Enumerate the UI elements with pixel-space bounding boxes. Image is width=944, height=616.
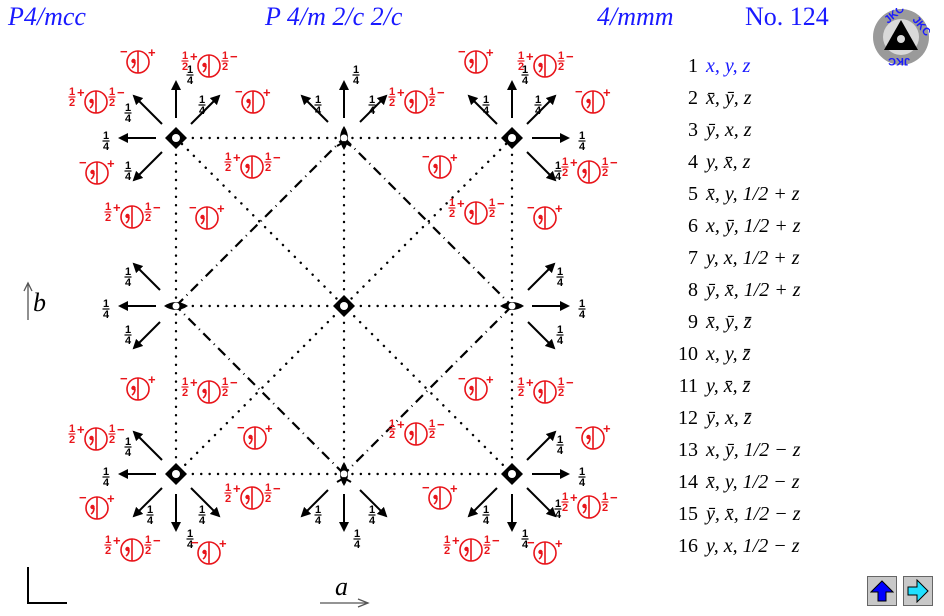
b-axis-arrow [23,281,33,320]
point-group: 4/mmm [597,2,674,31]
up-arrow-icon [870,580,894,602]
a-axis-label: a [335,572,348,601]
origin-corner [27,567,67,604]
up-button[interactable] [867,576,897,606]
right-arrow-icon [907,579,929,603]
twofold-arrows [118,80,570,532]
svg-text:JKC: JKC [888,55,910,66]
jkc-logo-icon: JKC JKC JKC [873,8,930,66]
a-axis-arrow [320,598,370,608]
b-axis-label: b [33,288,46,317]
next-button[interactable] [903,576,933,606]
space-group-number: No. 124 [745,2,829,31]
glide-lines [175,137,513,475]
full-symbol: P 4/m 2/c 2/c [265,2,403,31]
hermann-mauguin-symbol: P4/mcc [8,2,86,31]
